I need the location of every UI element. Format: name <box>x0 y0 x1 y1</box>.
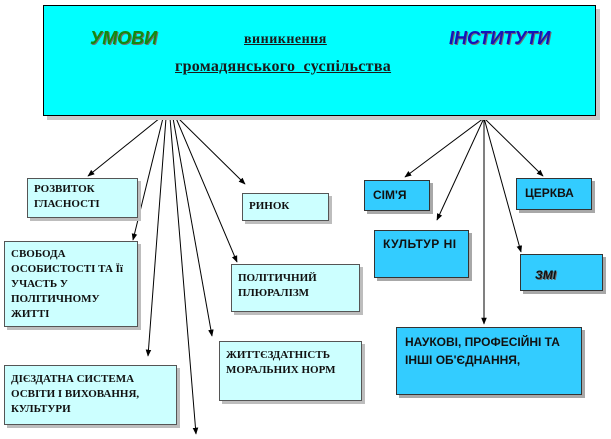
institution-scientific-text: НАУКОВІ, ПРОФЕСІЙНІ ТА ІНШІ ОБ'ЄДНАННЯ, <box>405 335 560 367</box>
institution-church-text: ЦЕРКВА <box>525 186 574 200</box>
arrow-down-bottom <box>169 117 199 435</box>
institution-church: ЦЕРКВА <box>516 178 592 210</box>
arrow-to-church <box>483 117 544 177</box>
condition-morals: ЖИТТЄЗДАТНІСТЬ МОРАЛЬНИХ НОРМ <box>219 341 362 401</box>
condition-morals-text: ЖИТТЄЗДАТНІСТЬ МОРАЛЬНИХ НОРМ <box>226 349 336 376</box>
condition-pluralism-text: ПОЛІТИЧНИЙ ПЛЮРАЛІЗМ <box>238 272 317 299</box>
header-emergence-word: виникнення <box>244 32 327 47</box>
condition-education: ДІЄЗДАТНА СИСТЕМА ОСВІТИ І ВИХОВАННЯ, КУ… <box>4 365 177 425</box>
condition-education-text: ДІЄЗДАТНА СИСТЕМА ОСВІТИ І ВИХОВАННЯ, КУ… <box>11 373 140 415</box>
institution-culture: КУЛЬТУР НІ <box>374 230 469 278</box>
institution-family-text: СІМ'Я <box>373 188 407 202</box>
header-institutions-word: ІНСТИТУТИ <box>449 28 551 48</box>
arrow-to-family <box>404 117 485 178</box>
institution-media: ЗМІ <box>520 254 603 291</box>
condition-market: РИНОК <box>242 193 329 221</box>
arrow-to-media <box>483 117 523 253</box>
condition-glasnost-text: РОЗВИТОК ГЛАСНОСТІ <box>34 183 100 210</box>
condition-market-text: РИНОК <box>249 200 290 212</box>
condition-glasnost: РОЗВИТОК ГЛАСНОСТІ <box>27 178 138 218</box>
arrow-to-culture <box>436 117 485 221</box>
institution-media-text: ЗМІ <box>535 268 557 282</box>
institution-scientific: НАУКОВІ, ПРОФЕСІЙНІ ТА ІНШІ ОБ'ЄДНАННЯ, <box>396 327 582 395</box>
arrow-to-freedom <box>131 117 164 241</box>
arrow-to-education <box>145 117 167 357</box>
arrow-to-glasnost <box>87 117 161 177</box>
condition-pluralism: ПОЛІТИЧНИЙ ПЛЮРАЛІЗМ <box>231 264 360 312</box>
header-conditions-word: УМОВИ <box>90 28 158 48</box>
condition-freedom: СВОБОДА ОСОБИСТОСТІ ТА Її УЧАСТЬ У ПОЛІТ… <box>4 241 138 327</box>
institution-family: СІМ'Я <box>364 180 430 211</box>
condition-freedom-text: СВОБОДА ОСОБИСТОСТІ ТА Її УЧАСТЬ У ПОЛІТ… <box>11 248 123 320</box>
arrow-to-morals <box>172 117 214 337</box>
header-box: УМОВИ виникнення ІНСТИТУТИ громадянськог… <box>43 5 596 116</box>
institution-culture-text: КУЛЬТУР НІ <box>383 237 457 251</box>
header-subtitle: громадянського суспільства <box>175 58 392 75</box>
arrow-to-pluralism <box>175 117 238 263</box>
arrow-to-market <box>177 117 246 185</box>
